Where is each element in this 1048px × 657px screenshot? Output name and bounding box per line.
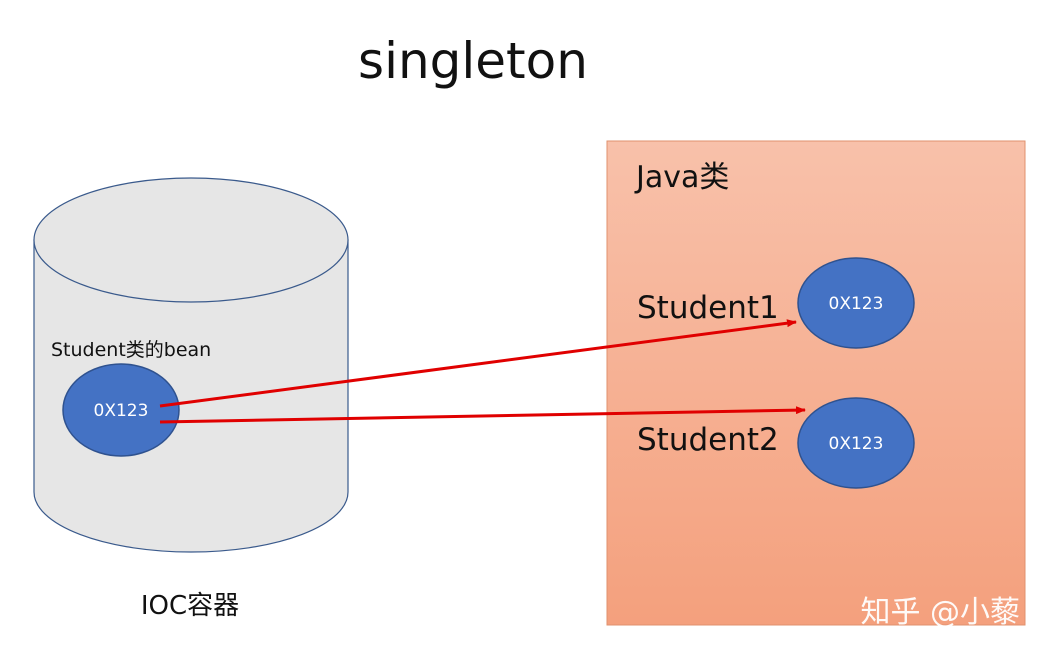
container-label: IOC容器 xyxy=(141,591,239,621)
java-class-label: Java类 xyxy=(634,160,729,195)
bean-address: 0X123 xyxy=(94,401,149,421)
student1-oval: 0X123 xyxy=(797,257,915,349)
ioc-container-cylinder xyxy=(33,177,349,553)
arrow-bean-to-student2 xyxy=(159,406,806,424)
student2-address: 0X123 xyxy=(829,434,884,454)
student1-label: Student1 xyxy=(637,290,779,326)
student2-oval: 0X123 xyxy=(797,397,915,489)
student1-address: 0X123 xyxy=(829,294,884,314)
java-class-panel xyxy=(606,140,1026,626)
watermark: 知乎 @小藜 xyxy=(860,595,1020,630)
bean-oval: 0X123 xyxy=(62,363,180,457)
page-title: singleton xyxy=(358,32,588,90)
bean-label: Student类的bean xyxy=(51,339,211,361)
student2-label: Student2 xyxy=(637,422,779,458)
arrow-bean-to-student1 xyxy=(159,319,797,408)
